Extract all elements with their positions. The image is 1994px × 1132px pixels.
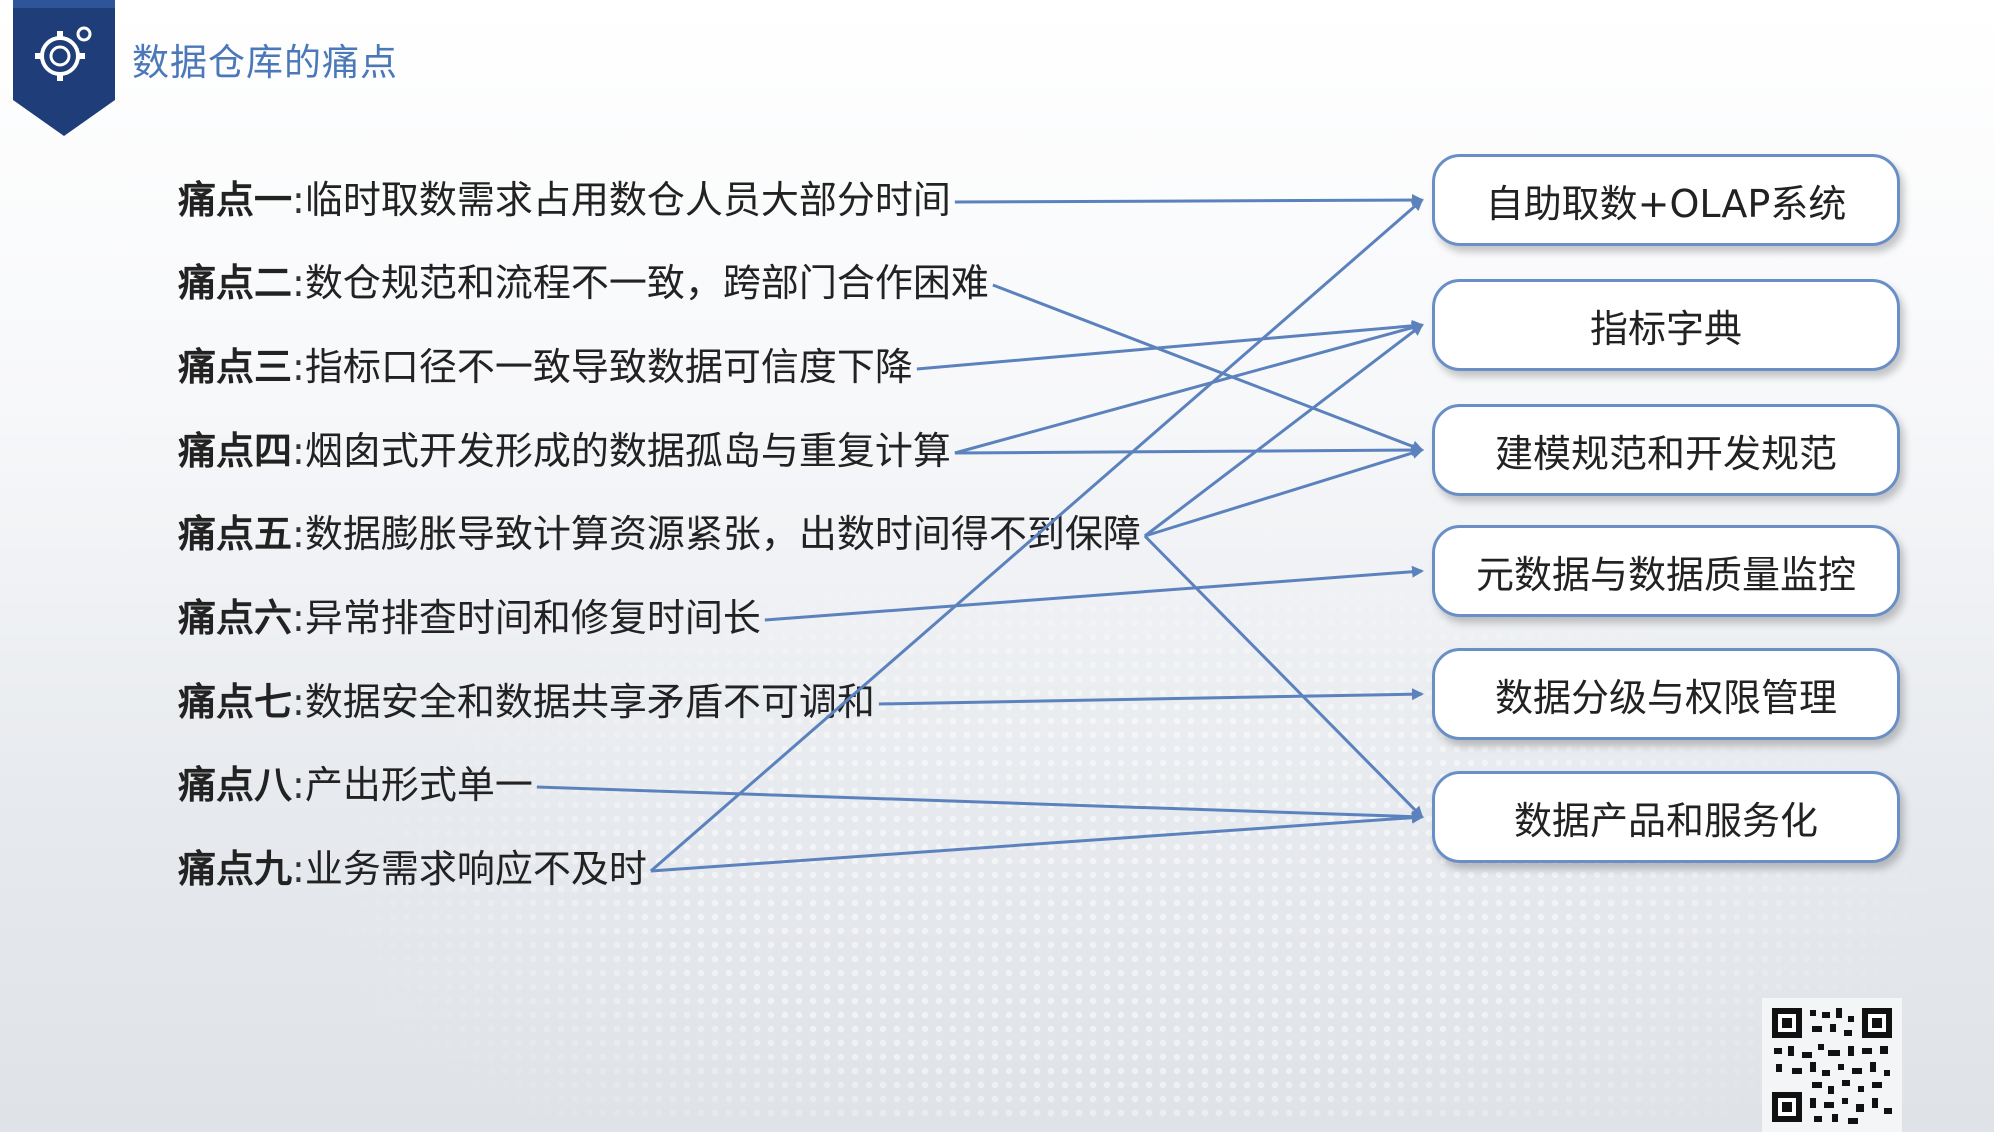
solution-box: 数据产品和服务化 — [1432, 771, 1900, 863]
pain-point-separator: : — [292, 261, 305, 305]
pain-point-label: 痛点六 — [178, 596, 293, 640]
pain-point-row: 痛点七:数据安全和数据共享矛盾不可调和 — [178, 679, 875, 725]
pain-point-row: 痛点二:数仓规范和流程不一致，跨部门合作困难 — [178, 260, 989, 306]
logo-badge — [13, 0, 115, 136]
pain-point-row: 痛点三:指标口径不一致导致数据可信度下降 — [178, 344, 913, 390]
pain-point-separator: : — [292, 763, 305, 807]
pain-point-text: 业务需求响应不及时 — [304, 847, 647, 891]
pain-point-text: 临时取数需求占用数仓人员大部分时间 — [304, 178, 951, 222]
pain-point-separator: : — [292, 847, 305, 891]
solution-box: 建模规范和开发规范 — [1432, 404, 1900, 496]
pain-point-text: 产出形式单一 — [304, 763, 533, 807]
pain-point-text: 数据安全和数据共享矛盾不可调和 — [304, 680, 875, 724]
pain-point-separator: : — [292, 680, 305, 724]
solution-box: 指标字典 — [1432, 279, 1900, 371]
pain-point-row: 痛点五:数据膨胀导致计算资源紧张，出数时间得不到保障 — [178, 511, 1141, 557]
pain-point-label: 痛点三 — [178, 345, 293, 389]
pain-point-label: 痛点九 — [178, 847, 293, 891]
solution-box: 元数据与数据质量监控 — [1432, 525, 1900, 617]
pain-point-label: 痛点二 — [178, 261, 293, 305]
pain-point-row: 痛点九:业务需求响应不及时 — [178, 846, 647, 892]
connector-arrow — [1144, 447, 1424, 538]
qr-code-icon — [1762, 998, 1902, 1132]
pain-point-label: 痛点一 — [178, 178, 293, 222]
connector-arrow — [954, 444, 1424, 457]
pain-point-text: 指标口径不一致导致数据可信度下降 — [304, 345, 913, 389]
pain-point-separator: : — [292, 345, 305, 389]
page-title: 数据仓库的痛点 — [132, 41, 398, 84]
pain-point-separator: : — [292, 596, 305, 640]
pain-point-label: 痛点五 — [178, 512, 293, 556]
pain-point-separator: : — [292, 429, 305, 473]
solution-box: 数据分级与权限管理 — [1432, 648, 1900, 740]
pain-point-row: 痛点八:产出形式单一 — [178, 762, 533, 808]
pain-point-text: 烟囱式开发形成的数据孤岛与重复计算 — [304, 429, 951, 473]
pain-point-label: 痛点四 — [178, 429, 293, 473]
pain-point-row: 痛点一:临时取数需求占用数仓人员大部分时间 — [178, 177, 951, 223]
connector-arrow — [954, 194, 1424, 207]
connector-arrow — [992, 283, 1424, 453]
pain-point-separator: : — [292, 512, 305, 556]
pain-point-text: 数仓规范和流程不一致，跨部门合作困难 — [304, 261, 989, 305]
connector-arrow — [954, 321, 1424, 455]
connector-arrow — [1143, 323, 1424, 538]
pain-point-label: 痛点七 — [178, 680, 293, 724]
pain-point-row: 痛点四:烟囱式开发形成的数据孤岛与重复计算 — [178, 428, 951, 474]
pain-point-separator: : — [292, 178, 305, 222]
pain-point-label: 痛点八 — [178, 763, 293, 807]
connector-arrow — [916, 319, 1424, 371]
pain-point-text: 数据膨胀导致计算资源紧张，出数时间得不到保障 — [304, 512, 1141, 556]
pain-point-row: 痛点六:异常排查时间和修复时间长 — [178, 595, 761, 641]
gear-logo-icon — [35, 26, 92, 81]
pain-point-text: 异常排查时间和修复时间长 — [304, 596, 761, 640]
solution-box: 自助取数+OLAP系统 — [1432, 154, 1900, 246]
